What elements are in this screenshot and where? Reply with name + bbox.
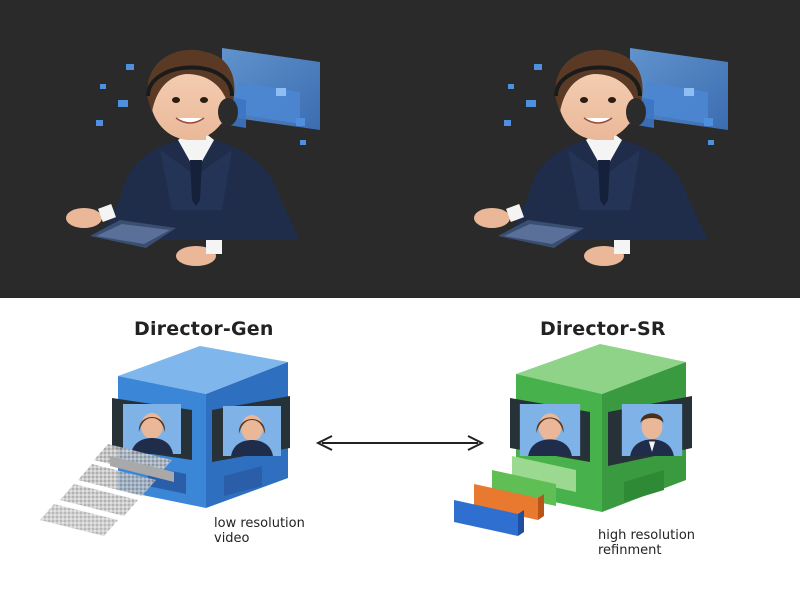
top-avatar-panel xyxy=(0,0,800,298)
video-screen-icon xyxy=(212,396,290,462)
left-caption-line2: video xyxy=(214,531,250,546)
high-res-frames xyxy=(454,456,576,536)
right-caption: high resolution refinment xyxy=(598,528,695,558)
right-caption-line1: high resolution xyxy=(598,528,696,543)
video-screen-icon xyxy=(112,398,192,460)
left-caption-line1: low resolution xyxy=(214,516,305,531)
double-arrow-icon xyxy=(315,435,485,451)
left-caption: low resolution video xyxy=(214,516,305,546)
user-avatar-icon xyxy=(64,46,322,268)
video-screen-icon xyxy=(608,396,692,466)
right-caption-line2: refinment xyxy=(598,543,662,558)
server-box-icon xyxy=(510,344,692,512)
video-screen-icon xyxy=(510,398,590,462)
low-res-frames xyxy=(40,444,174,536)
user-avatar-icon xyxy=(472,46,730,268)
director-gen-title: Director-Gen xyxy=(134,318,274,340)
server-box-icon xyxy=(112,346,290,508)
director-sr-title: Director-SR xyxy=(540,318,666,340)
